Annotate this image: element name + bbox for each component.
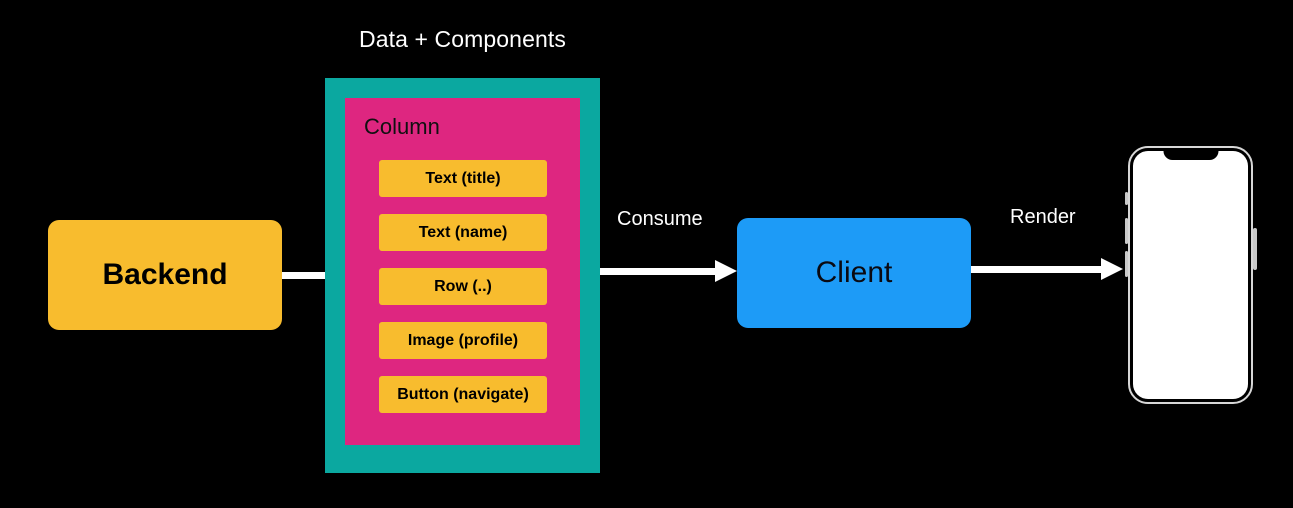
column-heading: Column <box>364 114 440 139</box>
arrowhead-icon <box>715 260 737 282</box>
phone-screen <box>1133 151 1248 399</box>
node-backend-label: Backend <box>102 258 228 291</box>
component-chip-row[interactable]: Row (..) <box>379 268 547 305</box>
phone-volume-up-icon <box>1124 218 1128 244</box>
phone-volume-down-icon <box>1124 251 1128 277</box>
edge-line <box>282 272 326 279</box>
section-title: Data + Components <box>359 26 566 52</box>
smartphone-icon <box>1124 146 1257 404</box>
component-chip-text-name[interactable]: Text (name) <box>379 214 547 251</box>
edge-line <box>600 268 717 275</box>
node-data-components-container[interactable]: Column Text (title) Text (name) Row (..)… <box>325 78 600 473</box>
component-list: Text (title) Text (name) Row (..) Image … <box>379 160 547 413</box>
phone-power-button-icon <box>1253 228 1257 270</box>
node-client[interactable]: Client <box>737 218 971 328</box>
node-backend[interactable]: Backend <box>48 220 282 330</box>
component-chip-label: Text (title) <box>425 169 501 187</box>
phone-silent-switch-icon <box>1124 192 1128 205</box>
component-chip-label: Row (..) <box>434 277 492 295</box>
component-chip-label: Button (navigate) <box>397 385 529 403</box>
edge-line <box>971 266 1103 273</box>
edge-label-consume: Consume <box>617 208 703 230</box>
edge-label-render: Render <box>1010 206 1076 228</box>
arrowhead-icon <box>1101 258 1123 280</box>
component-chip-label: Image (profile) <box>407 331 519 349</box>
node-client-label: Client <box>815 256 893 289</box>
component-chip-text-title[interactable]: Text (title) <box>379 160 547 197</box>
phone-notch-icon <box>1163 151 1218 160</box>
column-panel[interactable]: Column Text (title) Text (name) Row (..)… <box>345 98 580 445</box>
component-chip-button-navigate[interactable]: Button (navigate) <box>379 376 547 413</box>
component-chip-label: Text (name) <box>418 223 508 241</box>
component-chip-image-profile[interactable]: Image (profile) <box>379 322 547 359</box>
